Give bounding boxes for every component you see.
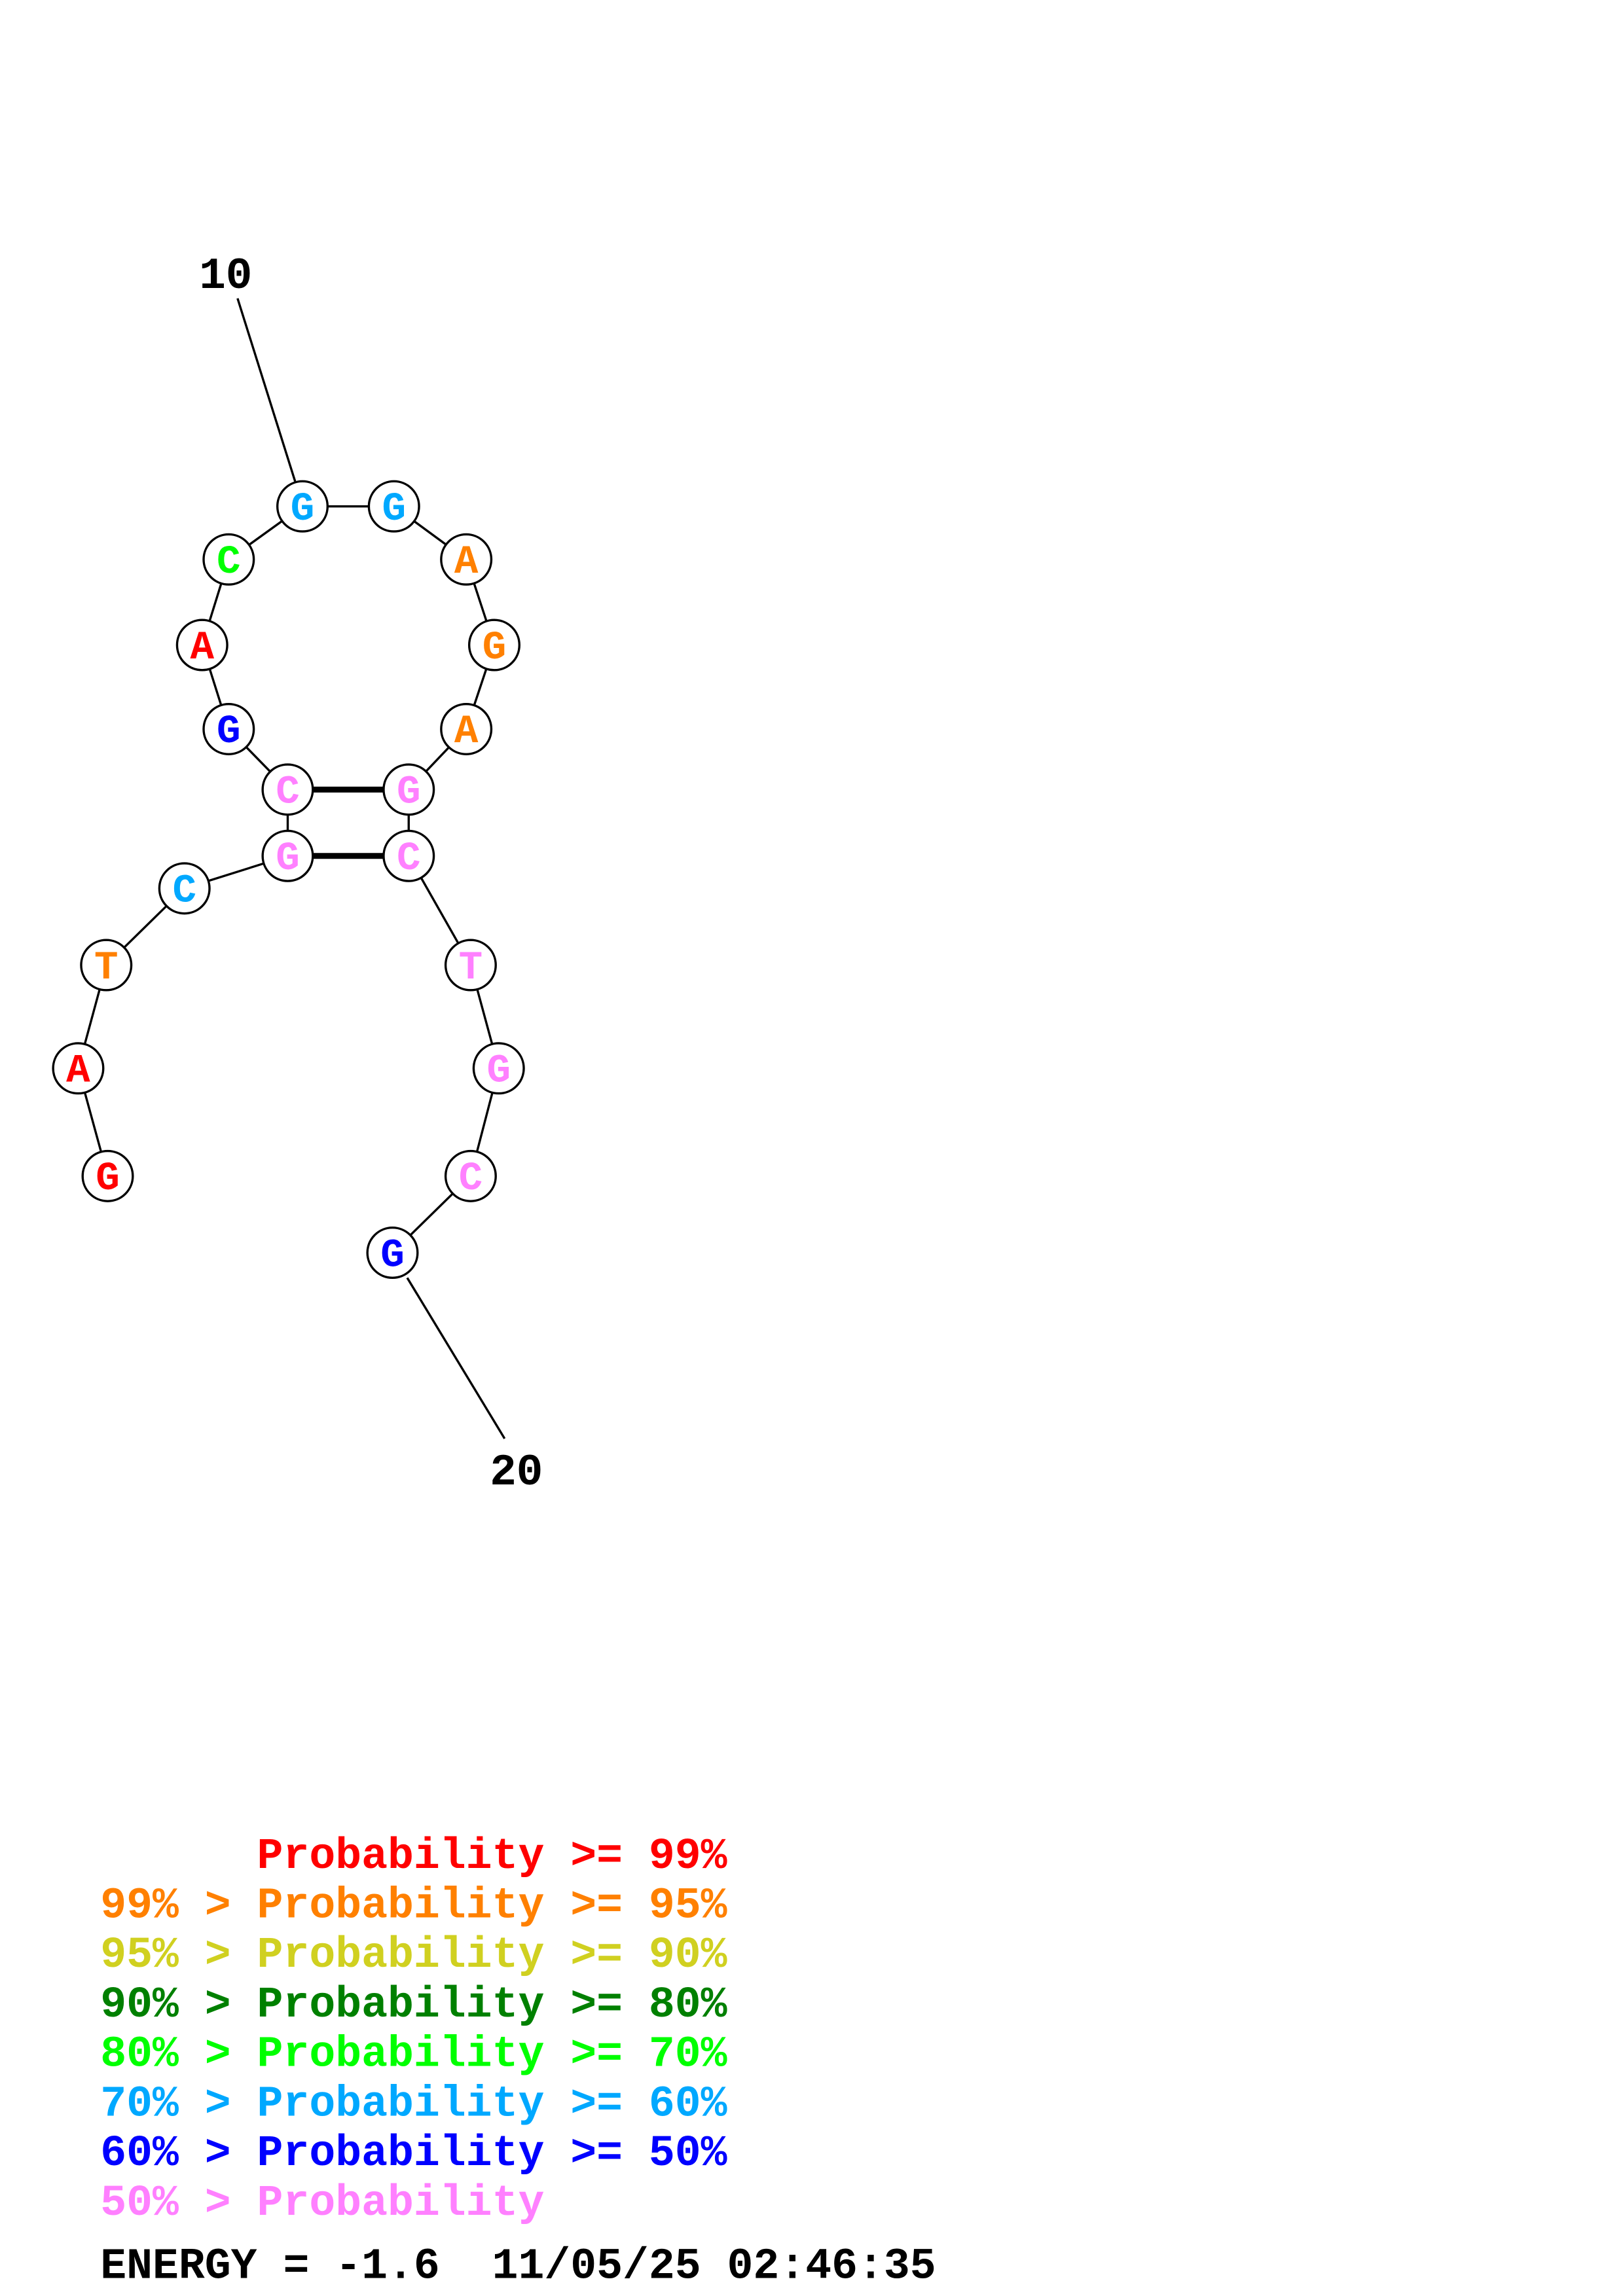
nucleotide-15: G — [382, 763, 435, 816]
nucleotide-6: C — [261, 763, 314, 816]
nucleotide-letter: T — [459, 946, 483, 991]
nucleotide-4: C — [158, 862, 211, 915]
nucleotide-letter: A — [454, 709, 479, 755]
nucleotide-circle — [467, 619, 520, 672]
nucleotide-letter: A — [190, 626, 214, 671]
position-labels: 10 20 — [199, 252, 543, 1498]
nucleotide-16: C — [382, 829, 435, 882]
nucleotide-letter: C — [397, 836, 421, 882]
nucleotide-circle — [202, 702, 255, 755]
nucleotide-circle — [261, 829, 314, 882]
nucleotide-letter: G — [217, 709, 241, 755]
nucleotide-circle — [276, 480, 329, 533]
nucleotide-9: C — [202, 533, 255, 586]
position-label-leader — [236, 298, 297, 482]
nucleotide-letter: G — [276, 836, 300, 882]
nucleotide-circle — [366, 1227, 419, 1280]
nucleotide-circle — [444, 939, 497, 992]
position-label-leader — [406, 1277, 506, 1439]
nucleotide-11: G — [367, 480, 420, 533]
nucleotide-2: A — [52, 1042, 105, 1095]
nucleotide-10: G — [276, 480, 329, 533]
nucleotide-letter: C — [276, 770, 300, 816]
nucleotide-circle — [382, 763, 435, 816]
probability-legend: Probability >= 99%99% > Probability >= 9… — [100, 1832, 727, 2228]
legend-entry-ge80: 90% > Probability >= 80% — [100, 1981, 727, 2030]
nucleotide-letter: G — [486, 1049, 511, 1094]
nucleotide-20: G — [366, 1227, 419, 1280]
nucleotide-14: A — [440, 702, 493, 755]
legend-entry-lt50: 50% > Probability — [100, 2179, 544, 2228]
nucleotide-letter: G — [380, 1233, 405, 1278]
legend-entry-ge99: Probability >= 99% — [100, 1832, 727, 1881]
position-label-10: 10 — [199, 252, 252, 302]
legend-entry-ge70: 80% > Probability >= 70% — [100, 2030, 727, 2079]
position-label-20: 20 — [490, 1448, 543, 1498]
nucleotide-circle — [261, 763, 314, 816]
nucleotide-12: A — [440, 533, 493, 586]
nucleotide-circle — [158, 862, 211, 915]
nucleotide-letter: G — [483, 626, 507, 671]
nucleotide-circle — [440, 702, 493, 755]
nucleotide-letter: C — [217, 540, 241, 585]
nucleotide-circle — [175, 619, 228, 672]
nucleotide-8: A — [175, 619, 228, 672]
nucleotide-17: T — [444, 939, 497, 992]
nucleotide-circle — [52, 1042, 105, 1095]
nucleotide-circle — [440, 533, 493, 586]
nucleotide-circle — [202, 533, 255, 586]
nucleotide-letter: G — [382, 487, 406, 532]
nucleotide-letter: G — [291, 487, 315, 532]
energy-footer: ENERGY = -1.6 11/05/25 02:46:35 — [100, 2242, 936, 2291]
nucleotide-13: G — [467, 619, 520, 672]
nucleotide-letter: C — [459, 1157, 483, 1202]
nucleotide-18: G — [472, 1042, 525, 1095]
nucleotide-letter: G — [96, 1157, 120, 1202]
nucleotide-letter: A — [66, 1049, 90, 1094]
nucleotide-circle — [367, 480, 420, 533]
nucleotide-circle — [382, 829, 435, 882]
nucleotide-19: C — [444, 1149, 497, 1202]
legend-entry-ge95: 99% > Probability >= 95% — [100, 1881, 727, 1930]
nucleotide-circle — [81, 1149, 134, 1202]
legend-entry-ge60: 70% > Probability >= 60% — [100, 2079, 727, 2128]
legend-entry-ge90: 95% > Probability >= 90% — [100, 1931, 727, 1980]
nucleotide-circle — [444, 1149, 497, 1202]
nucleotide-letter: A — [454, 540, 479, 585]
nucleotide-letter: C — [172, 869, 196, 914]
legend-entry-ge50: 60% > Probability >= 50% — [100, 2129, 727, 2178]
nucleotide-letter: G — [397, 770, 421, 816]
nucleotide-3: T — [80, 939, 133, 992]
nucleotide-circle — [80, 939, 133, 992]
nucleotide-5: G — [261, 829, 314, 882]
nucleotide-7: G — [202, 702, 255, 755]
nucleotide-letter: T — [94, 946, 119, 991]
nucleotide-1: G — [81, 1149, 134, 1202]
nucleotide-circle — [472, 1042, 525, 1095]
